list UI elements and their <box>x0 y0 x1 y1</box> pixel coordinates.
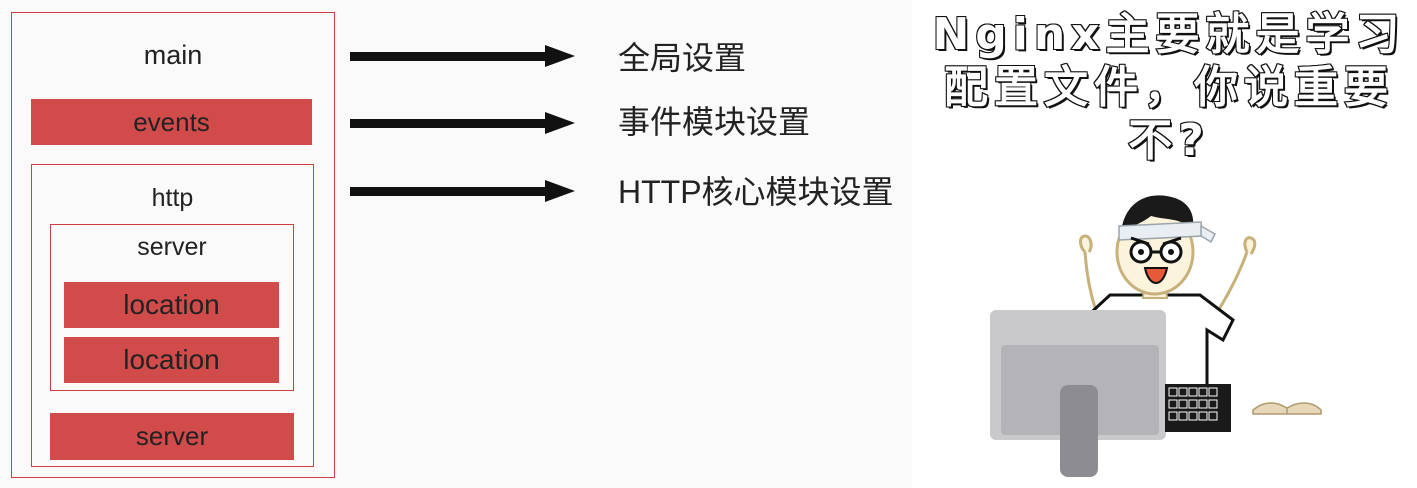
events-settings-text: 事件模块设置 <box>618 104 811 140</box>
server-block: server <box>50 413 294 460</box>
arrow-right-icon <box>350 180 575 202</box>
headline-text: Nginx主要就是学习 配置文件，你说重要 不? <box>925 8 1413 167</box>
headline-line-2: 配置文件，你说重要 <box>943 61 1394 114</box>
location-block-2: location <box>64 337 279 383</box>
frustrated-programmer-illustration <box>990 195 1322 477</box>
headline-line-3: 不? <box>1127 114 1210 167</box>
server-box <box>50 224 294 391</box>
headline-line-1: Nginx主要就是学习 <box>931 8 1406 61</box>
arrow-right-icon <box>350 112 575 134</box>
http-box <box>31 164 314 467</box>
arrow-right-icon <box>350 45 575 67</box>
diagram-background <box>0 0 912 488</box>
events-block: events <box>31 99 312 145</box>
main-label: main <box>143 40 203 70</box>
location-block-1: location <box>64 282 279 328</box>
http-label: http <box>151 184 194 212</box>
server-label: server <box>137 233 207 261</box>
http-settings-text: HTTP核心模块设置 <box>618 174 894 210</box>
global-settings-text: 全局设置 <box>618 40 747 76</box>
nginx-config-outer-box <box>11 12 335 478</box>
